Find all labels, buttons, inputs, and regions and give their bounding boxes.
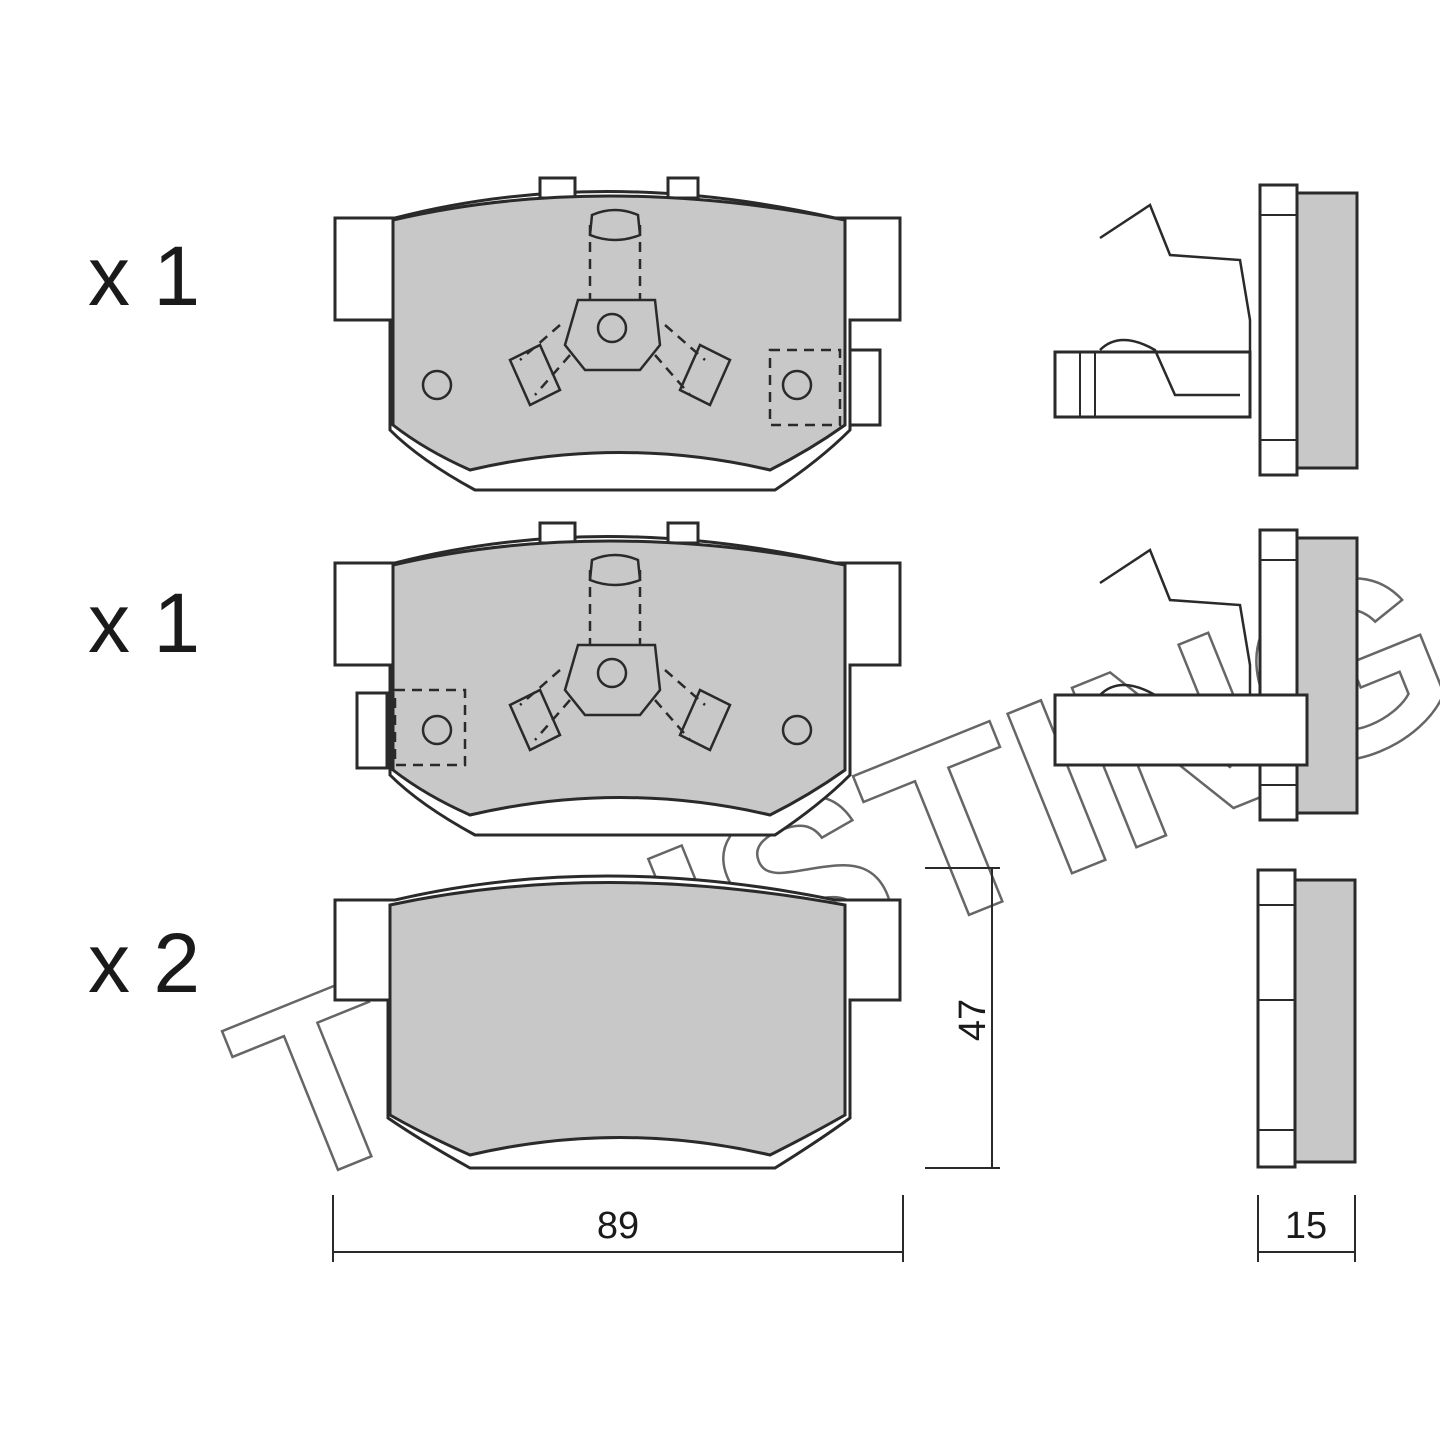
thickness-value: 15: [1285, 1205, 1327, 1247]
width-value: 89: [597, 1205, 639, 1247]
qty-label-row2: x 1: [88, 576, 200, 670]
pad-side-row3: [1256, 868, 1357, 1169]
pad-front-row2: [333, 521, 902, 837]
pad-side-row2: [1053, 528, 1359, 822]
qty-label-row3: x 2: [88, 916, 200, 1010]
height-dimension: 47: [925, 867, 1000, 1169]
pad-front-row3: [333, 874, 902, 1170]
qty-label-row1: x 1: [88, 229, 200, 323]
pad-side-row1: [1053, 183, 1359, 477]
width-dimension: 89: [332, 1195, 904, 1262]
thickness-dimension: 15: [1257, 1195, 1356, 1262]
pad-front-row1: [333, 176, 902, 492]
height-value: 47: [952, 999, 994, 1041]
